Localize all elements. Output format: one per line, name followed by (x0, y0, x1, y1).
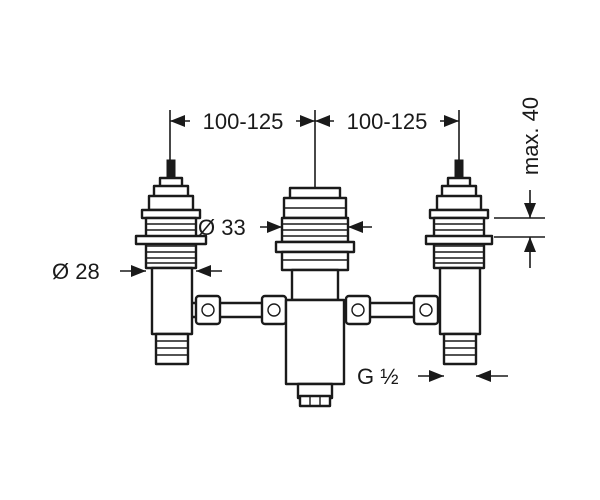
max-height-label: max. 40 (518, 97, 543, 175)
right-valve (424, 159, 494, 366)
right-outlet (442, 332, 478, 366)
arrow-right-icon (267, 221, 282, 233)
arrow-right-icon (300, 115, 315, 127)
diameter-large-label: Ø 33 (198, 215, 246, 240)
arrow-down-icon (524, 203, 536, 218)
arrow-right-icon (429, 370, 444, 382)
diameter-small-label: Ø 28 (52, 259, 100, 284)
arrow-left-icon (196, 265, 211, 277)
center-mixer (274, 186, 356, 408)
arrow-left-icon (476, 370, 491, 382)
center-main-body (284, 298, 346, 386)
spacing-dimension: 100-125 100-125 (169, 109, 460, 188)
spacing-right-label: 100-125 (347, 109, 428, 134)
left-lower-body (150, 266, 194, 336)
diameter-small-dimension: Ø 28 (52, 259, 222, 284)
pipe-fitting-right-inner (344, 294, 372, 326)
pipe-fitting-left-outer (194, 294, 222, 326)
thread-label: G ½ (357, 364, 399, 389)
arrow-up-icon (524, 237, 536, 252)
diameter-large-dimension: Ø 33 (198, 215, 372, 240)
pipe-fitting-left-inner (260, 294, 288, 326)
thread-dimension: G ½ (357, 364, 508, 389)
arrow-right-icon (444, 115, 459, 127)
center-bottom-nut (298, 394, 332, 408)
left-outlet (154, 332, 190, 366)
spacing-left-label: 100-125 (203, 109, 284, 134)
connecting-pipes (183, 294, 447, 326)
right-lower-body (438, 266, 482, 336)
pipe-fitting-right-outer (412, 294, 440, 326)
arrow-right-icon (131, 265, 146, 277)
max-height-dimension: max. 40 (494, 97, 545, 268)
arrow-left-icon (170, 115, 185, 127)
arrow-left-icon (348, 221, 363, 233)
left-valve (134, 159, 208, 366)
arrow-left-icon (315, 115, 330, 127)
